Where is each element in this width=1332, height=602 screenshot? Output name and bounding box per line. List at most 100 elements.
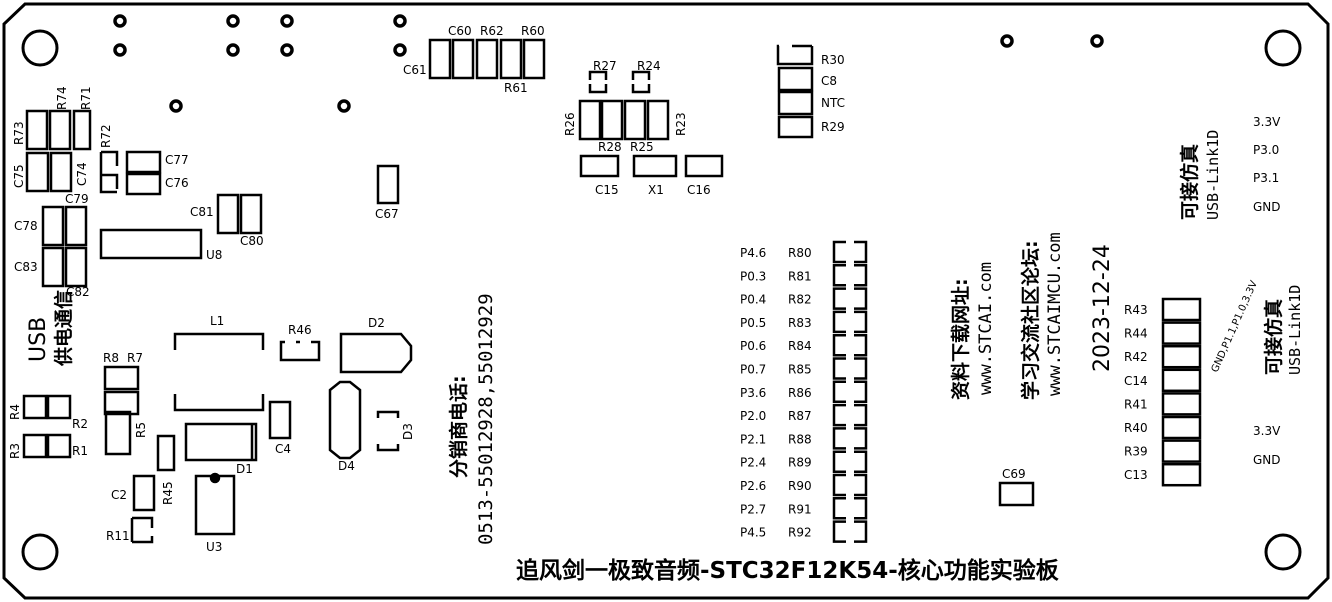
label-c80: C80 [240, 234, 264, 248]
label-c61: C61 [403, 63, 427, 77]
label-r28: R28 [598, 140, 622, 154]
usb-label: USB [26, 317, 51, 362]
port-label: P0.3 [740, 269, 766, 283]
label-u3: U3 [206, 540, 222, 554]
port-label: P0.6 [740, 339, 766, 353]
download-heading: 资料下载网址: [949, 278, 972, 400]
link-footprint [1161, 415, 1202, 440]
label-c78: C78 [14, 219, 38, 233]
header-bottom-pin-2: GND [1253, 453, 1281, 467]
resistor-ref-label: R91 [788, 502, 812, 516]
header-top-pin-1: 3.3V [1253, 115, 1281, 129]
link-footprint [1161, 392, 1202, 416]
via-pads [113, 14, 1104, 113]
link-ref-label: R41 [1124, 397, 1148, 411]
label-x1: X1 [648, 183, 664, 197]
label-r30: R30 [821, 53, 845, 67]
left-upper-parts [25, 109, 400, 288]
resistor-footprint [832, 310, 868, 334]
label-r7: R7 [127, 351, 143, 365]
header-top-pin-2: P3.0 [1253, 143, 1279, 157]
link-footprint [1161, 439, 1202, 463]
resistor-ref-label: R80 [788, 246, 812, 260]
label-r11: R11 [106, 529, 130, 543]
pin-order-label: GND,P1.1,P1.0,3.3V [1210, 279, 1260, 374]
power-section [22, 332, 1035, 544]
port-label: P0.4 [740, 293, 766, 307]
port-label: P2.4 [740, 456, 766, 470]
label-c81: C81 [190, 205, 214, 219]
label-c79: C79 [65, 192, 89, 206]
label-c60: C60 [448, 24, 472, 38]
label-l1: L1 [210, 314, 224, 328]
resistor-footprint [832, 333, 868, 357]
port-label: P4.5 [740, 526, 766, 540]
link-ref-label: R44 [1124, 327, 1148, 341]
resistor-footprint [832, 427, 868, 450]
port-label: P2.7 [740, 502, 766, 516]
link-footprint [1161, 321, 1202, 345]
header-bottom-pin-1: 3.3V [1253, 424, 1281, 438]
resistor-ref-label: R85 [788, 363, 812, 377]
resistor-footprint [832, 403, 868, 427]
resistor-ref-label: R87 [788, 409, 812, 423]
crystal-area [578, 70, 724, 178]
label-ntc: NTC [821, 96, 845, 110]
label-r26: R26 [563, 112, 577, 136]
mounting-holes [21, 29, 1302, 571]
label-r1: R1 [72, 444, 88, 458]
port-label: P3.6 [740, 386, 766, 400]
label-c76: C76 [165, 176, 189, 190]
label-r24: R24 [637, 59, 661, 73]
label-c2: C2 [111, 488, 127, 502]
port-label: P2.1 [740, 432, 766, 446]
label-r74: R74 [55, 86, 69, 110]
board-title: 追风剑一极致音频-STC32F12K54-核心功能实验板 [516, 557, 1060, 584]
label-r71: R71 [79, 86, 93, 110]
label-c74: C74 [75, 162, 89, 186]
resistor-ref-label: R81 [788, 269, 812, 283]
label-r25: R25 [630, 140, 654, 154]
label-d2: D2 [368, 316, 385, 330]
resistor-footprint [832, 357, 868, 380]
link-ref-label: R42 [1124, 350, 1148, 364]
distributor-heading: 分销商电话: [447, 375, 470, 478]
label-d3: D3 [401, 423, 415, 440]
forum-url: www.STCAIMCU.com [1045, 232, 1065, 396]
label-c4: C4 [275, 442, 291, 456]
link-footprint [1161, 462, 1202, 487]
port-label: P4.6 [740, 246, 766, 260]
resistor-footprint [832, 264, 868, 287]
resistor-ref-label: R92 [788, 526, 812, 540]
link-ref-label: R43 [1124, 303, 1148, 317]
label-r23: R23 [674, 112, 688, 136]
label-r46: R46 [288, 323, 312, 337]
resistor-footprint [832, 497, 868, 520]
forum-heading: 学习交流社区论坛: [1019, 240, 1042, 400]
link-ref-label: R39 [1124, 445, 1148, 459]
label-c77: C77 [165, 153, 189, 167]
usb-power-comm-label: 供电通信 [52, 290, 75, 367]
label-r62: R62 [480, 24, 504, 38]
link-column [1161, 297, 1202, 487]
label-r73: R73 [12, 121, 26, 145]
resistor-footprint [832, 240, 868, 264]
resistor-ref-label: R86 [788, 386, 812, 400]
resistor-ref-label: R90 [788, 479, 812, 493]
label-c75: C75 [12, 164, 26, 188]
link-ref-label: C14 [1124, 374, 1148, 388]
label-d1: D1 [236, 462, 253, 476]
label-r45: R45 [161, 481, 175, 505]
label-r5: R5 [134, 422, 148, 438]
resistor-column [832, 240, 868, 543]
link-footprint [1161, 344, 1202, 369]
resistor-footprint [832, 473, 868, 497]
port-label: P2.6 [740, 479, 766, 493]
resistor-footprint [832, 287, 868, 310]
cap-resistor-row-top [428, 38, 546, 80]
label-d4: D4 [338, 459, 355, 473]
resistor-ref-label: R88 [788, 432, 812, 446]
distributor-phone: 0513-55012928,55012929 [475, 293, 497, 545]
label-c83: C83 [14, 260, 38, 274]
date-label: 2023-12-24 [1090, 244, 1115, 372]
